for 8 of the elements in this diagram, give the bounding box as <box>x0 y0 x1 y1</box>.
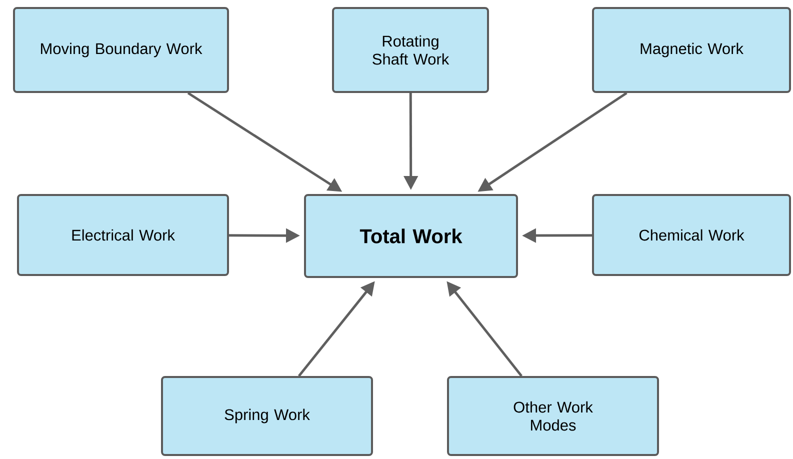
work-box: Chemical Work <box>592 194 791 276</box>
work-box: Moving Boundary Work <box>13 7 229 93</box>
work-box: Rotating Shaft Work <box>332 7 489 93</box>
work-box: Total Work <box>304 194 518 278</box>
work-box: Electrical Work <box>17 194 229 276</box>
work-box: Magnetic Work <box>592 7 791 93</box>
work-box: Other Work Modes <box>447 376 659 456</box>
work-box: Spring Work <box>161 376 373 456</box>
